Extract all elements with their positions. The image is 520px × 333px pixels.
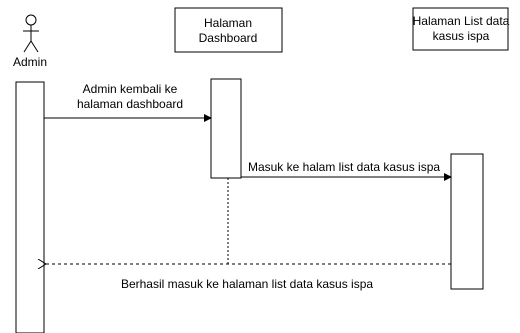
message-1-label-line1: Admin kembali ke: [83, 82, 178, 96]
lifeline-dashboard-label-line2: Dashboard: [199, 31, 258, 45]
lifeline-dashboard-box: [174, 7, 283, 53]
lifeline-list-data-label-line2: kasus ispa: [433, 29, 490, 43]
lifeline-list-data-box: [412, 7, 509, 51]
actor-icon: [23, 14, 39, 53]
actor-label: Admin: [13, 55, 47, 69]
lifeline-dashboard-label-line1: Halaman: [204, 16, 252, 30]
message-3-label: Berhasil masuk ke halaman list data kasu…: [121, 277, 373, 291]
actor-activation-bar: [15, 81, 45, 333]
lifeline-list-data-label-line1: Halaman List data: [413, 14, 510, 28]
message-2-label: Masuk ke halam list data kasus ispa: [248, 160, 440, 174]
list-data-activation-bar: [450, 153, 484, 290]
dashboard-activation-bar: [210, 78, 242, 179]
message-1-label-line2: halaman dashboard: [77, 97, 183, 111]
